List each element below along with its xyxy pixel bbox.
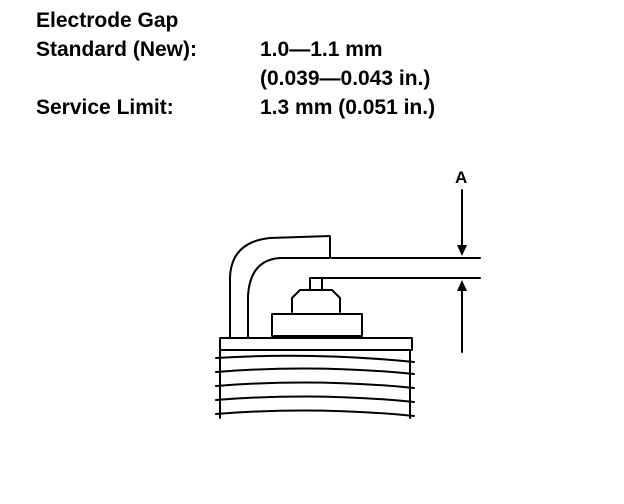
service-limit-value: 1.3 mm (0.051 in.) — [260, 96, 436, 119]
shell-top — [219, 337, 413, 351]
spec-title-row: Electrode Gap — [36, 6, 596, 35]
center-electrode-tip — [309, 277, 323, 291]
arrowhead-up — [457, 280, 467, 291]
service-limit-row: Service Limit: 1.3 mm (0.051 in.) — [36, 93, 596, 122]
spec-title: Electrode Gap — [36, 9, 179, 32]
ground-electrode — [229, 235, 331, 339]
standard-inch-row: (0.039—0.043 in.) — [36, 64, 596, 93]
callout-a-label: A — [455, 168, 467, 187]
arrowhead-down — [457, 245, 467, 256]
electrode-gap-spec: Electrode Gap Standard (New): 1.0—1.1 mm… — [36, 6, 596, 122]
standard-row: Standard (New): 1.0—1.1 mm — [36, 35, 596, 64]
insulator-base — [271, 313, 363, 337]
service-limit-label: Service Limit: — [36, 96, 174, 119]
standard-label: Standard (New): — [36, 38, 198, 61]
insulator-nose — [291, 289, 341, 313]
standard-value-mm: 1.0—1.1 mm — [260, 38, 383, 61]
threaded-body — [215, 349, 415, 419]
standard-value-in: (0.039—0.043 in.) — [260, 67, 431, 90]
